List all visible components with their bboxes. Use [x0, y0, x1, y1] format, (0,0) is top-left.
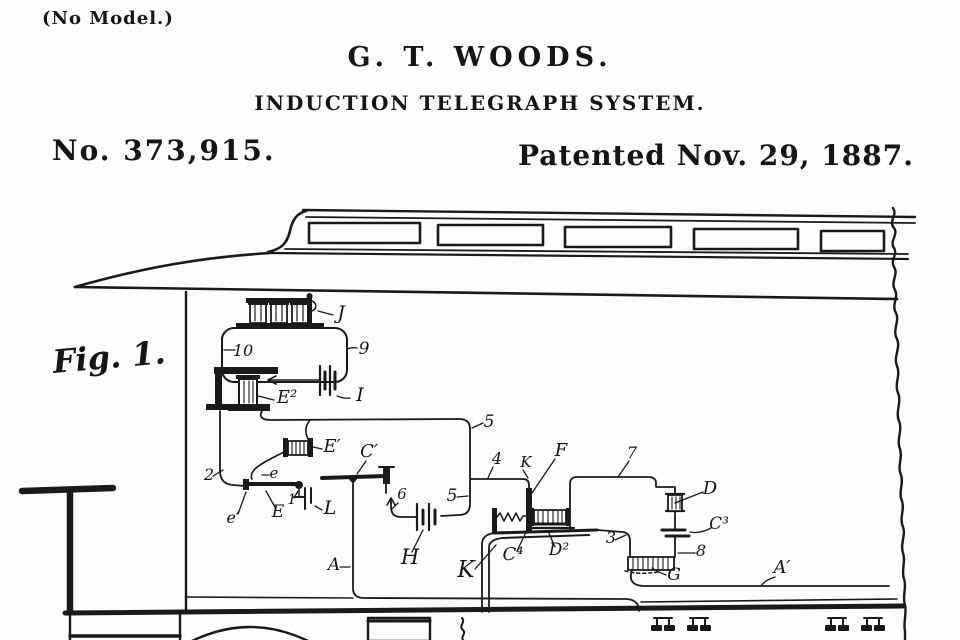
label-e: e — [270, 464, 279, 482]
label-5-upper: 5 — [484, 412, 495, 432]
label-6: 6 — [397, 485, 407, 503]
relay-box — [221, 293, 348, 397]
clerestory-windows — [307, 221, 886, 253]
label-C4: C⁴ — [503, 544, 524, 565]
leader-lines — [212, 310, 776, 587]
label-5-lower: 5 — [447, 486, 458, 506]
label-7: 7 — [627, 443, 638, 462]
label-L: L — [323, 497, 337, 519]
wire-5 — [259, 410, 471, 517]
signal-pole — [18, 484, 117, 614]
loop7-assembly — [569, 476, 890, 587]
label-D: D — [702, 478, 718, 499]
coil-D2 — [526, 508, 576, 530]
magnet-Eprime — [283, 438, 313, 457]
label-C-prime: C′ — [360, 441, 378, 462]
label-K-big: K — [456, 557, 476, 583]
wire-4 — [469, 478, 530, 490]
label-8: 8 — [696, 541, 706, 560]
sounder-coils — [248, 301, 310, 324]
label-C3: C³ — [709, 514, 729, 534]
label-A: A — [326, 555, 340, 575]
reference-labels: J 10 9 I E² E′ C′ 2 e 1 e′ E L 5 4 K F 5… — [203, 302, 791, 585]
underfloor-box — [366, 616, 432, 640]
wire-A-prime — [629, 569, 890, 587]
label-A-prime: A′ — [771, 557, 790, 578]
no-model-note: (No Model.) — [42, 8, 174, 29]
label-2: 2 — [203, 465, 214, 484]
patent-number: No. 373,915. — [52, 134, 276, 167]
stop-L — [304, 487, 312, 510]
battery-H — [386, 497, 437, 532]
car-roof — [73, 208, 917, 301]
wire-3 — [596, 529, 631, 558]
inventor-name: G. T. WOODS. — [347, 42, 613, 73]
label-10: 10 — [233, 341, 253, 360]
label-I: I — [355, 384, 364, 406]
label-4: 4 — [491, 449, 502, 468]
truck-hangers — [651, 617, 885, 631]
sounder-top-bar — [246, 298, 312, 303]
magnet-E2 — [206, 367, 278, 411]
label-H: H — [400, 545, 420, 569]
sounder-armature — [306, 293, 317, 323]
coil-G — [624, 556, 675, 575]
circuit-wires — [185, 410, 640, 612]
label-k-small: K — [519, 453, 532, 471]
spring — [496, 512, 527, 522]
underfloor-gear — [68, 613, 885, 640]
patent-title: INDUCTION TELEGRAPH SYSTEM. — [254, 91, 706, 115]
label-e-prime: e′ — [226, 508, 239, 527]
key-assembly — [481, 488, 599, 613]
label-E-prime: E′ — [322, 436, 340, 457]
car-body — [62, 290, 906, 616]
contact-Cprime — [320, 466, 395, 494]
wire-2 — [219, 410, 245, 487]
label-E2: E² — [276, 387, 297, 408]
label-1: 1 — [288, 492, 297, 508]
label-G: G — [667, 565, 681, 585]
wire-e — [250, 451, 285, 480]
label-3: 3 — [606, 528, 616, 547]
label-J: J — [333, 302, 346, 324]
break-edge — [890, 206, 907, 640]
battery-I — [267, 364, 337, 397]
lever-F — [526, 488, 532, 533]
label-E: E — [271, 502, 285, 522]
condenser-C3 — [660, 528, 691, 538]
label-F: F — [554, 440, 569, 461]
label-9: 9 — [359, 339, 370, 359]
lever-assembly — [243, 479, 312, 510]
flexible-lead — [460, 617, 466, 640]
wire-A — [352, 483, 640, 612]
figure-name: Fig. 1. — [50, 333, 167, 381]
wheel-arc — [191, 625, 309, 640]
wire-7 — [569, 476, 676, 531]
patent-date: Patented Nov. 29, 1887. — [518, 139, 914, 172]
label-D2: D² — [548, 540, 570, 560]
